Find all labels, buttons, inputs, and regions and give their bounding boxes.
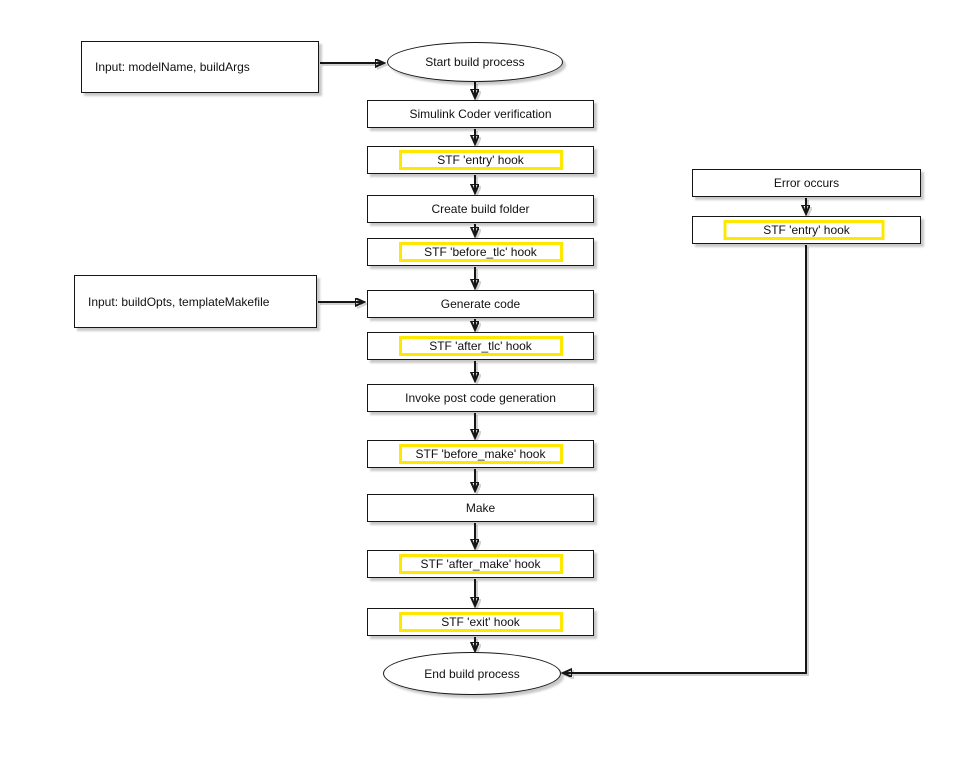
step-label: STF 'exit' hook [441,615,520,629]
step-label: STF 'entry' hook [437,153,524,167]
step-create-build-folder: Create build folder [367,195,594,223]
step-simulink-coder-verification: Simulink Coder verification [367,100,594,128]
step-stf-before-tlc-hook: STF 'before_tlc' hook [367,238,594,266]
input-box-label: Input: buildOpts, templateMakefile [88,294,270,309]
step-make: Make [367,494,594,522]
step-stf-after-tlc-hook: STF 'after_tlc' hook [367,332,594,360]
step-label: STF 'before_tlc' hook [424,245,537,259]
step-stf-before-make-hook: STF 'before_make' hook [367,440,594,468]
hook-highlight-frame [398,612,563,632]
step-label: Create build folder [431,202,530,216]
step-generate-code: Generate code [367,290,594,318]
hook-highlight-frame [723,220,884,240]
step-invoke-post-code-generation: Invoke post code generation [367,384,594,412]
terminator-label: End build process [424,666,520,681]
step-label: STF 'before_make' hook [415,447,546,461]
step-error-occurs: Error occurs [692,169,921,197]
step-label: STF 'after_make' hook [420,557,541,571]
step-stf-exit-hook: STF 'exit' hook [367,608,594,636]
input-box-label: Input: modelName, buildArgs [95,60,250,74]
start-terminator: Start build process [387,42,563,82]
hook-highlight-frame [398,336,563,356]
step-label: Error occurs [773,176,840,190]
step-label: Make [465,501,496,515]
step-label: Simulink Coder verification [409,107,552,121]
end-terminator: End build process [383,652,561,695]
step-label: STF 'entry' hook [763,223,850,237]
hook-highlight-frame [398,444,563,464]
step-stf-after-make-hook: STF 'after_make' hook [367,550,594,578]
hook-highlight-frame [398,554,563,574]
input-box-model-args: Input: modelName, buildArgs [81,41,319,93]
step-error-stf-entry-hook: STF 'entry' hook [692,216,921,244]
step-label: Invoke post code generation [405,391,556,405]
step-label: STF 'after_tlc' hook [429,339,532,353]
arrow-errorentry-to-end [564,245,807,673]
step-stf-entry-hook: STF 'entry' hook [367,146,594,174]
input-box-build-opts: Input: buildOpts, templateMakefile [74,275,317,328]
terminator-label: Start build process [425,55,525,69]
step-label: Generate code [440,297,521,311]
hook-highlight-frame [398,150,563,170]
hook-highlight-frame [398,242,563,262]
